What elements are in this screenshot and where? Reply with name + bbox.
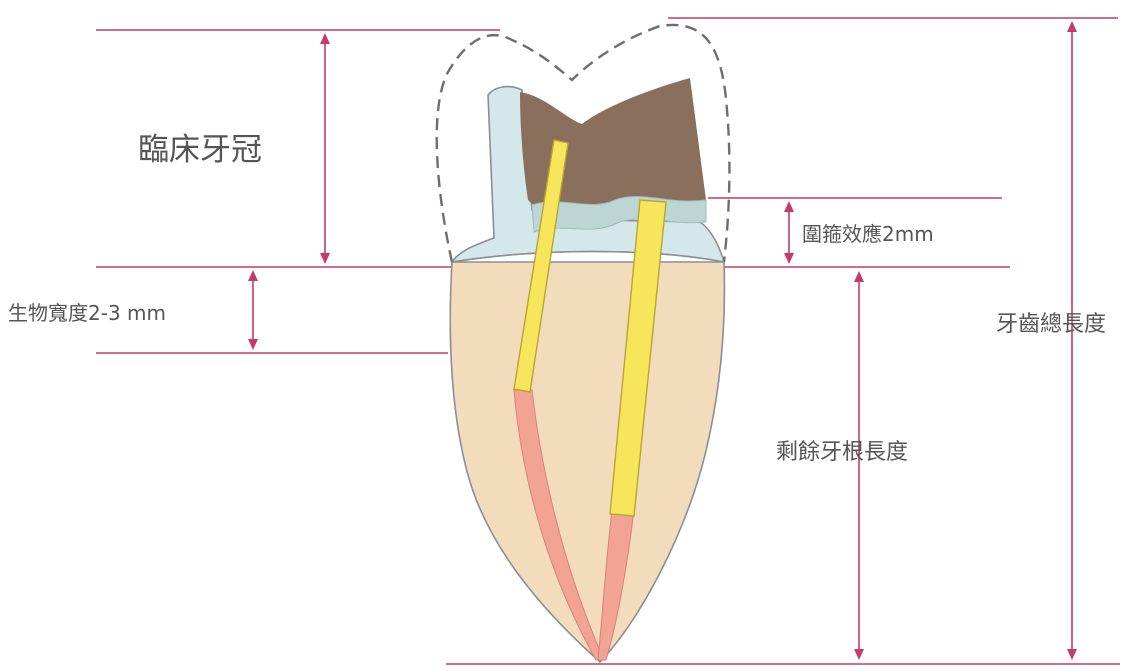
ferrule-effect-label: 圍箍效應2mm <box>802 222 934 246</box>
ferrule-arrow-bottom <box>784 253 794 264</box>
crown-arrow-top <box>320 33 330 44</box>
biologic-arrow-top <box>248 270 258 281</box>
clinical-crown-label: 臨床牙冠 <box>138 132 262 168</box>
biologic-width-label: 生物寬度2-3 mm <box>8 301 166 325</box>
remaining-root-length-label: 剩餘牙根長度 <box>776 440 908 465</box>
crown-arrow-bottom <box>320 253 330 264</box>
total-tooth-length-label: 牙齒總長度 <box>996 312 1106 337</box>
ferrule-arrow-top <box>784 201 794 212</box>
tooth <box>437 25 730 662</box>
total-arrow-bottom <box>1067 649 1077 660</box>
total-arrow-top <box>1067 21 1077 32</box>
root-arrow-top <box>854 271 864 282</box>
biologic-arrow-bottom <box>248 339 258 350</box>
tooth-root <box>450 262 724 662</box>
root-arrow-bottom <box>854 649 864 660</box>
